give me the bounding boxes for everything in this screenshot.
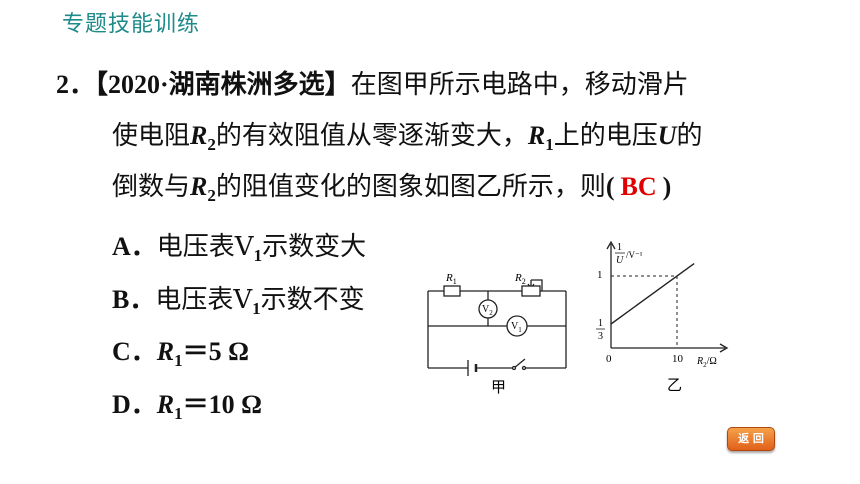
v1-voltmeter xyxy=(506,315,528,337)
x-axis-label: R2/Ω xyxy=(696,356,717,369)
y-axis-label-num: 1 xyxy=(617,242,622,253)
battery xyxy=(467,360,478,376)
option-c: C．R1＝5 Ω xyxy=(112,331,249,371)
r1-resistor xyxy=(443,285,461,297)
question-line-3: 倒数与R2的阻值变化的图象如图乙所示，则(BC) xyxy=(112,172,671,211)
paren-open: ( xyxy=(605,172,615,201)
x-tick-ten: 10 xyxy=(672,353,684,365)
v1-label: V1 xyxy=(511,321,522,334)
r2-label: R2 xyxy=(514,272,526,286)
sub-r2: 2 xyxy=(207,186,216,205)
option-b: B．电压表V1示数不变 xyxy=(112,279,365,319)
v2-voltmeter xyxy=(478,299,498,319)
option-label: B． xyxy=(112,285,156,314)
question-line-1: 2．【2020·湖南株洲多选】在图甲所示电路中，移动滑片 xyxy=(56,70,689,100)
paren-close: ) xyxy=(662,172,672,201)
y-tick-third-num: 1 xyxy=(598,318,603,329)
text-segment: 上的电压 xyxy=(553,121,658,151)
r1-label: R1 xyxy=(445,272,457,286)
r2-rheostat xyxy=(521,285,541,297)
option-text: ＝10 Ω xyxy=(182,390,262,419)
text-segment: 倒数与 xyxy=(112,172,191,202)
text-segment: 的有效阻值从零逐渐变大， xyxy=(215,121,528,151)
sub-r2: 2 xyxy=(207,135,216,154)
back-button[interactable]: 返 回 xyxy=(727,427,775,451)
text-segment: 的 xyxy=(676,121,703,151)
caption-yi: 乙 xyxy=(667,378,682,394)
switch xyxy=(511,358,527,371)
section-title: 专题技能训练 xyxy=(62,12,201,37)
y-axis-unit: /V⁻¹ xyxy=(626,250,643,260)
option-label: D． xyxy=(112,390,157,419)
option-sub: 1 xyxy=(174,351,183,370)
sub-r1: 1 xyxy=(545,135,554,154)
option-text: 电压表V xyxy=(155,285,253,315)
option-text: ＝5 Ω xyxy=(182,337,249,366)
question-number: 2． xyxy=(56,70,96,99)
option-sub: 1 xyxy=(252,299,261,318)
y-tick-third-den: 3 xyxy=(598,331,603,342)
option-label: C． xyxy=(112,337,157,366)
caption-jia: 甲 xyxy=(491,380,506,396)
circuit-diagram: R1 R2 V2 V1 甲 xyxy=(427,272,567,396)
text-segment: 使电阻 xyxy=(112,121,191,151)
option-text: 示数不变 xyxy=(260,285,365,315)
option-label: A． xyxy=(112,232,157,261)
inverse-voltage-graph: 1 U /V⁻¹ 1 1 3 0 10 R2/Ω 乙 xyxy=(596,240,729,394)
y-tick-one: 1 xyxy=(597,269,603,281)
answer: BC xyxy=(620,172,657,201)
text-segment: 的阻值变化的图象如图乙所示，则 xyxy=(215,172,606,202)
option-text: 示数变大 xyxy=(262,232,367,262)
var-r2: R xyxy=(190,121,208,150)
origin-label: 0 xyxy=(606,353,612,365)
option-var: R xyxy=(156,337,175,366)
option-var: R xyxy=(156,390,175,419)
option-sub: 1 xyxy=(174,404,183,423)
axes xyxy=(606,240,729,353)
question-line-2: 使电阻R2的有效阻值从零逐渐变大，R1上的电压U的 xyxy=(112,121,703,160)
v2-label: V2 xyxy=(482,304,493,317)
option-a: A．电压表V1示数变大 xyxy=(112,226,366,266)
var-r2: R xyxy=(190,172,208,201)
series-line xyxy=(610,262,695,325)
y-axis-label-den: U xyxy=(616,255,624,266)
option-text: 电压表V xyxy=(156,232,254,262)
option-sub: 1 xyxy=(253,246,263,265)
option-d: D．R1＝10 Ω xyxy=(112,384,262,424)
var-u: U xyxy=(657,121,677,150)
question-text-1: 在图甲所示电路中，移动滑片 xyxy=(350,70,689,100)
var-r1: R xyxy=(527,121,546,150)
question-source: 【2020·湖南株洲多选】 xyxy=(95,70,351,99)
